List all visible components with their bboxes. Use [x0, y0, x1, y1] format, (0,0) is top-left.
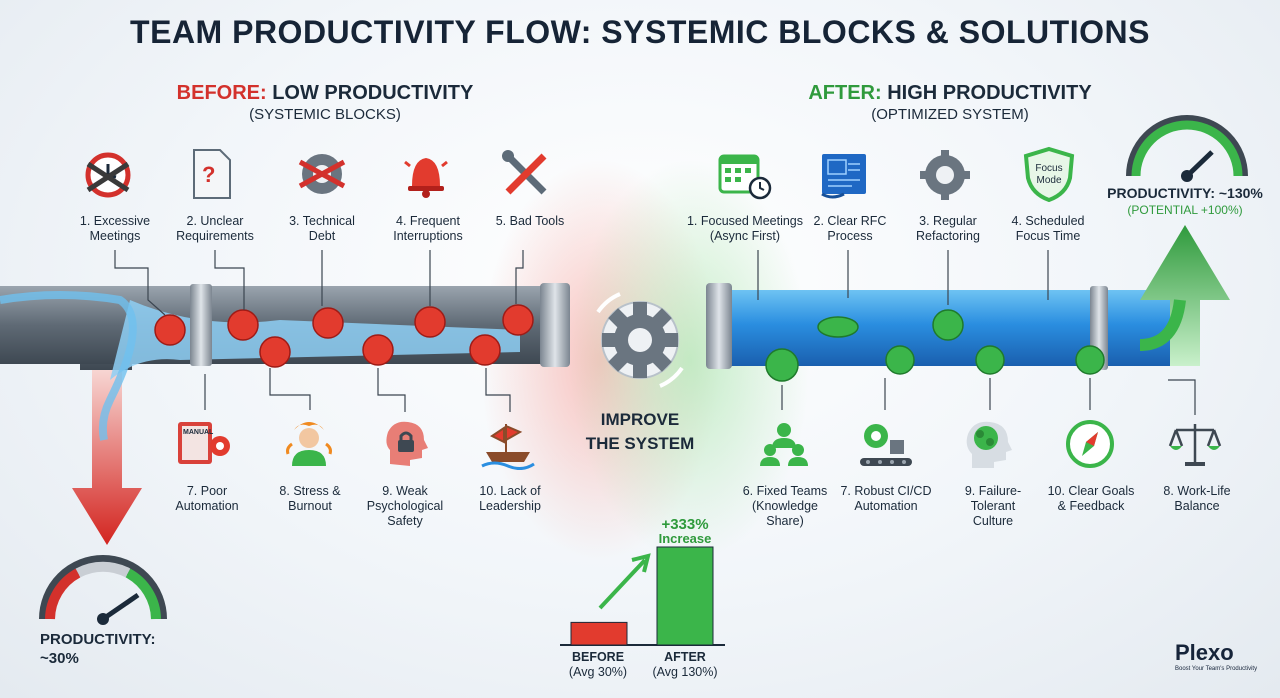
team-icon [758, 418, 810, 475]
document-question-icon: ? [190, 148, 234, 205]
after-heading-rest: HIGH PRODUCTIVITY [887, 82, 1092, 104]
clean-gear-icon [918, 148, 972, 207]
before-heading-rest: LOW PRODUCTIVITY [272, 82, 474, 104]
chained-clock-icon [83, 150, 133, 205]
svg-text:Focus: Focus [1035, 163, 1062, 174]
low-gauge-icon [38, 553, 168, 630]
page-title: TEAM PRODUCTIVITY FLOW: SYSTEMIC BLOCKS … [130, 14, 1150, 50]
after-heading: AFTER: HIGH PRODUCTIVITY [770, 82, 1130, 105]
conveyor-gear-icon [858, 418, 914, 477]
after-subheading: (OPTIMIZED SYSTEM) [871, 106, 1029, 123]
sinking-ship-icon [480, 418, 536, 475]
block-label-5: 5. Bad Tools [495, 214, 565, 228]
low-productivity-readout: PRODUCTIVITY:~30% [40, 631, 156, 667]
locked-head-icon [380, 418, 430, 475]
bar-before [570, 621, 628, 646]
brand-logo: Plexo Boost Your Team's Productivity [1175, 640, 1258, 672]
high-gauge-icon [1124, 112, 1250, 187]
solution-label-1: 1. Focused Meetings(Async First) [686, 214, 804, 243]
bar-label-before: BEFORE(Avg 30%) [568, 650, 628, 679]
balance-scale-icon [1168, 418, 1222, 475]
broken-tools-icon [500, 148, 552, 205]
burnout-person-icon [284, 418, 334, 473]
svg-text:MANUAL: MANUAL [183, 429, 214, 436]
block-label-8: 8. Stress &Burnout [279, 484, 341, 513]
high-productivity-readout: PRODUCTIVITY: ~130% (POTENTIAL +100%) [1107, 185, 1263, 217]
growth-arrow-icon [598, 553, 651, 610]
before-heading: BEFORE: LOW PRODUCTIVITY [140, 82, 510, 105]
manual-gear-icon: MANUAL [176, 418, 236, 473]
alarm-bell-icon [400, 148, 452, 205]
bar-after [656, 546, 714, 646]
svg-text:?: ? [202, 162, 215, 187]
chained-gear-icon [296, 148, 348, 205]
increase-annotation: +333%Increase [658, 516, 712, 546]
blueprint-icon [818, 150, 870, 207]
bar-label-after: AFTER(Avg 130%) [652, 650, 718, 679]
before-subheading: (SYSTEMIC BLOCKS) [249, 106, 401, 123]
solution-label-10: 10. Clear Goals& Feedback [1047, 484, 1135, 513]
brain-head-icon [962, 418, 1016, 477]
before-heading-prefix: BEFORE: [176, 82, 267, 104]
calendar-clock-icon [716, 150, 776, 207]
after-heading-prefix: AFTER: [808, 82, 882, 104]
svg-text:Mode: Mode [1036, 175, 1061, 186]
compass-icon [1064, 418, 1116, 475]
